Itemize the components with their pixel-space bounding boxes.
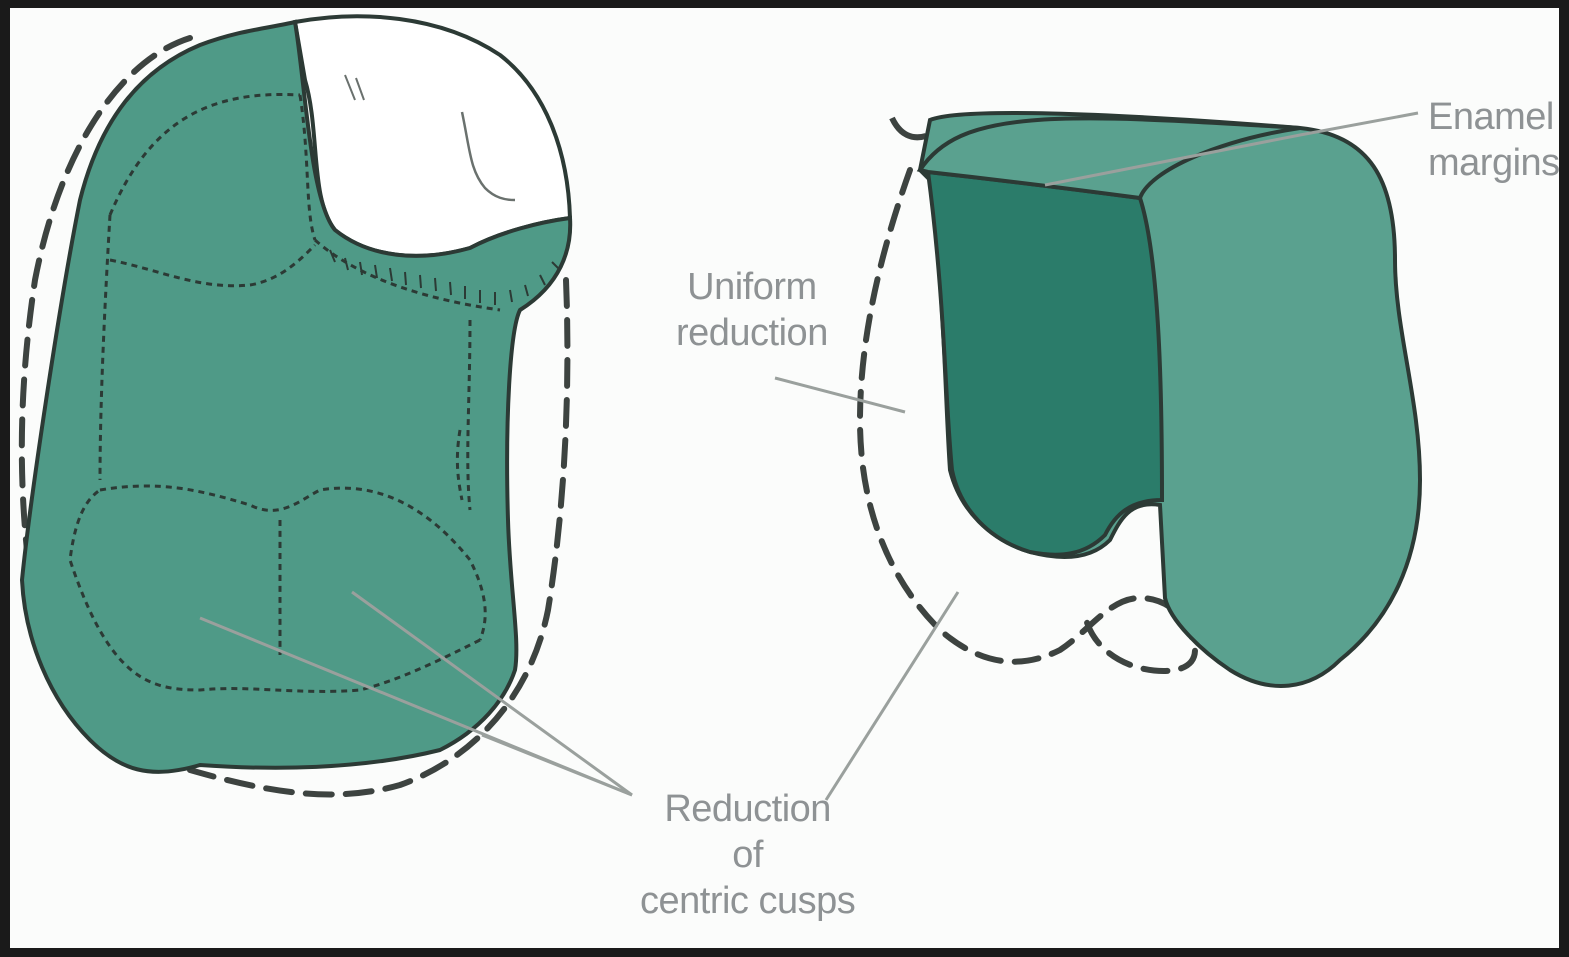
cross-section-tooth <box>775 113 1420 800</box>
label-reduction-of-centric-cusps: Reduction of centric cusps <box>640 786 855 924</box>
cusp-tip-arc <box>892 118 926 137</box>
unprepared-cusp-region <box>295 16 570 256</box>
label-enamel-margins: Enamel margins <box>1428 94 1560 186</box>
leader-line-uniform <box>775 378 905 412</box>
label-uniform-reduction: Uniform reduction <box>676 264 828 356</box>
label-uniform-line2: reduction <box>676 310 828 356</box>
leader-line-cusp-3 <box>482 735 632 795</box>
leader-line-reduction-section <box>826 592 958 800</box>
section-dark-face <box>928 172 1162 555</box>
label-enamel-line1: Enamel <box>1428 94 1560 140</box>
label-reduction-line2: of <box>640 832 855 878</box>
label-reduction-line3: centric cusps <box>640 878 855 924</box>
label-uniform-line1: Uniform <box>676 264 828 310</box>
occlusal-view-tooth <box>22 16 632 795</box>
label-enamel-line2: margins <box>1428 140 1560 186</box>
label-reduction-line1: Reduction <box>640 786 855 832</box>
